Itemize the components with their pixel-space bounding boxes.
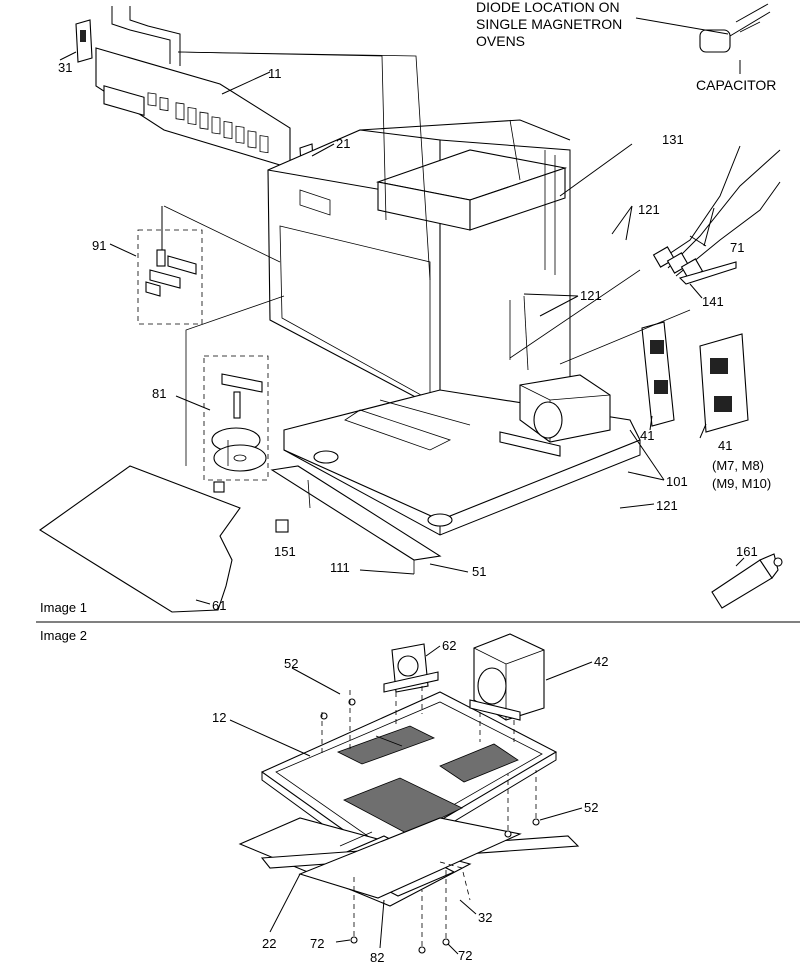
spacer-part-a — [213, 481, 225, 493]
callout-31: 31 — [58, 60, 72, 75]
diode-note-line3: OVENS — [476, 33, 525, 49]
base-tray-part — [260, 691, 558, 867]
callout-121-c: 121 — [656, 498, 678, 513]
callout-12: 12 — [212, 710, 226, 725]
callout-71: 71 — [730, 240, 744, 255]
callout-161: 161 — [736, 544, 758, 559]
callout-42: 42 — [594, 654, 608, 669]
wire-harness-part — [652, 145, 781, 285]
relay-part-right — [699, 333, 749, 433]
callout-52-a: 52 — [284, 656, 298, 671]
callout-11: 11 — [268, 66, 282, 81]
hv-transformer-large-part — [469, 633, 545, 721]
spacer-part-b — [275, 519, 289, 533]
callout-72-a: 72 — [310, 936, 324, 951]
shelf-panel-part — [39, 465, 241, 613]
relay-models-m7-m8: (M7, M8) — [712, 458, 764, 473]
lower-panel-part — [238, 817, 580, 907]
callout-41-a: 41 — [640, 428, 654, 443]
oven-cavity-assembly — [267, 119, 571, 421]
callout-81: 81 — [152, 386, 166, 401]
callout-72-b: 72 — [458, 948, 472, 963]
callout-141: 141 — [702, 294, 724, 309]
callout-22: 22 — [262, 936, 276, 951]
callout-91: 91 — [92, 238, 106, 253]
diode-note-line1: DIODE LOCATION ON — [476, 0, 620, 15]
callout-121-b: 121 — [580, 288, 602, 303]
callout-21: 21 — [336, 136, 350, 151]
leader-lines-image2 — [229, 645, 593, 955]
callout-151: 151 — [274, 544, 296, 559]
callout-111: 111 — [330, 560, 350, 575]
transformer-part — [499, 374, 611, 457]
callout-62: 62 — [442, 638, 456, 653]
image2-label: Image 2 — [40, 628, 87, 643]
leader-lines-image1 — [109, 17, 745, 605]
callout-82: 82 — [370, 950, 384, 965]
front-trim-part — [270, 465, 442, 561]
screws-image2 — [320, 698, 540, 954]
control-panel-part — [59, 6, 291, 169]
sealant-tube-part — [711, 553, 783, 609]
stirrer-assembly-part — [203, 355, 269, 481]
diode-location-note: DIODE LOCATION ON SINGLE MAGNETRON OVENS — [476, 0, 622, 49]
relay-models-m9-m10: (M9, M10) — [712, 476, 771, 491]
capacitor-part — [699, 3, 771, 53]
callout-121-a: 121 — [638, 202, 660, 217]
callout-101: 101 — [666, 474, 688, 489]
interlock-bracket-part — [137, 206, 203, 325]
callout-61: 61 — [212, 598, 226, 613]
diode-note-line2: SINGLE MAGNETRON — [476, 16, 622, 32]
callout-52-b: 52 — [584, 800, 598, 815]
relay-part-left — [641, 321, 675, 427]
callout-41-b: 41 — [718, 438, 732, 453]
callout-32: 32 — [478, 910, 492, 925]
callout-131: 131 — [662, 132, 684, 147]
callout-51: 51 — [472, 564, 486, 579]
capacitor-label: CAPACITOR — [696, 77, 776, 93]
hv-transformer-small-part — [383, 643, 439, 693]
alignment-lines-image2 — [321, 686, 537, 946]
image1-label: Image 1 — [40, 600, 87, 615]
